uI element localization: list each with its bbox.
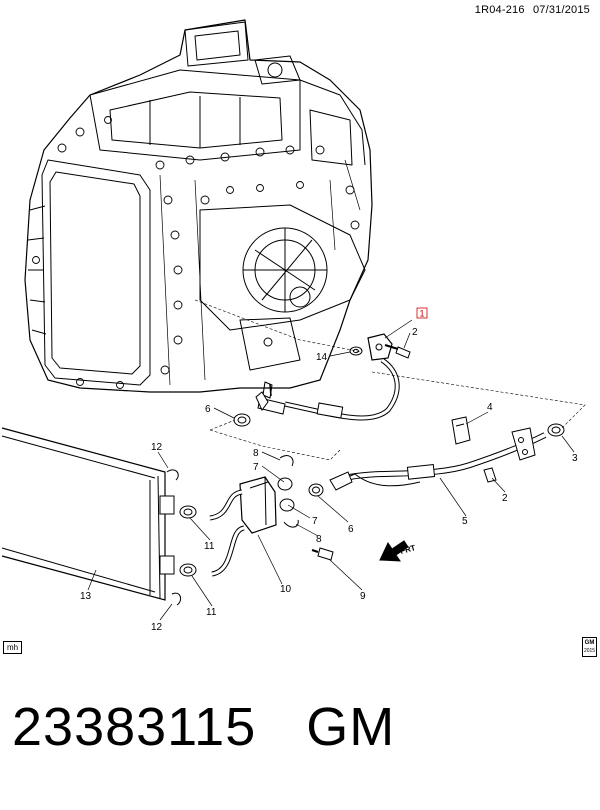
callout-4: 4 bbox=[487, 402, 493, 413]
illustrator-initials: mh bbox=[3, 641, 22, 654]
reference-lines bbox=[194, 299, 586, 461]
callout-12-lower: 12 bbox=[151, 622, 163, 633]
callout-2-upper: 2 bbox=[412, 327, 418, 338]
callout-5: 5 bbox=[462, 516, 468, 527]
callout-2-lower: 2 bbox=[502, 493, 508, 504]
callout-8-lower: 8 bbox=[316, 534, 322, 545]
part-number: 23383115 bbox=[12, 697, 257, 757]
main-cooler-line bbox=[329, 416, 565, 491]
callout-11-upper: 11 bbox=[204, 541, 215, 552]
callout-11-lower: 11 bbox=[206, 607, 217, 618]
reference-date: 07/31/2015 bbox=[532, 4, 590, 16]
upper-cooler-line bbox=[233, 333, 411, 427]
reference-code: 1R04-216 bbox=[474, 4, 525, 16]
adapter-block-assembly bbox=[179, 455, 334, 577]
brand-name: GM bbox=[306, 697, 396, 757]
callout-10: 10 bbox=[280, 584, 292, 595]
callout-8-upper: 8 bbox=[253, 448, 259, 459]
callout-3: 3 bbox=[572, 453, 578, 464]
callout-13: 13 bbox=[80, 591, 92, 602]
gm-logo-text: GM bbox=[584, 640, 595, 646]
callout-9: 9 bbox=[360, 591, 366, 602]
gm-logo-icon: GM 2015 bbox=[582, 637, 597, 657]
diagram-reference: 1R04-216 07/31/2015 bbox=[475, 4, 590, 16]
gm-logo-year: 2015 bbox=[583, 648, 596, 654]
radiator bbox=[1, 427, 182, 606]
callout-7-upper: 7 bbox=[253, 462, 259, 473]
callout-7-lower: 7 bbox=[312, 516, 318, 527]
leader-lines bbox=[87, 319, 575, 621]
callout-6-lower: 6 bbox=[348, 524, 354, 535]
callout-14: 14 bbox=[316, 352, 328, 363]
transmission-illustration bbox=[24, 19, 373, 399]
direction-label: FRT bbox=[399, 543, 416, 556]
callout-12-upper: 12 bbox=[151, 442, 163, 453]
callout-6-upper: 6 bbox=[205, 404, 211, 415]
callout-1: 1 bbox=[420, 309, 425, 319]
callout-box-1 bbox=[416, 307, 428, 319]
part-number-caption: 23383115 GM bbox=[12, 700, 395, 754]
front-direction-arrow-icon: FRT bbox=[379, 540, 417, 562]
